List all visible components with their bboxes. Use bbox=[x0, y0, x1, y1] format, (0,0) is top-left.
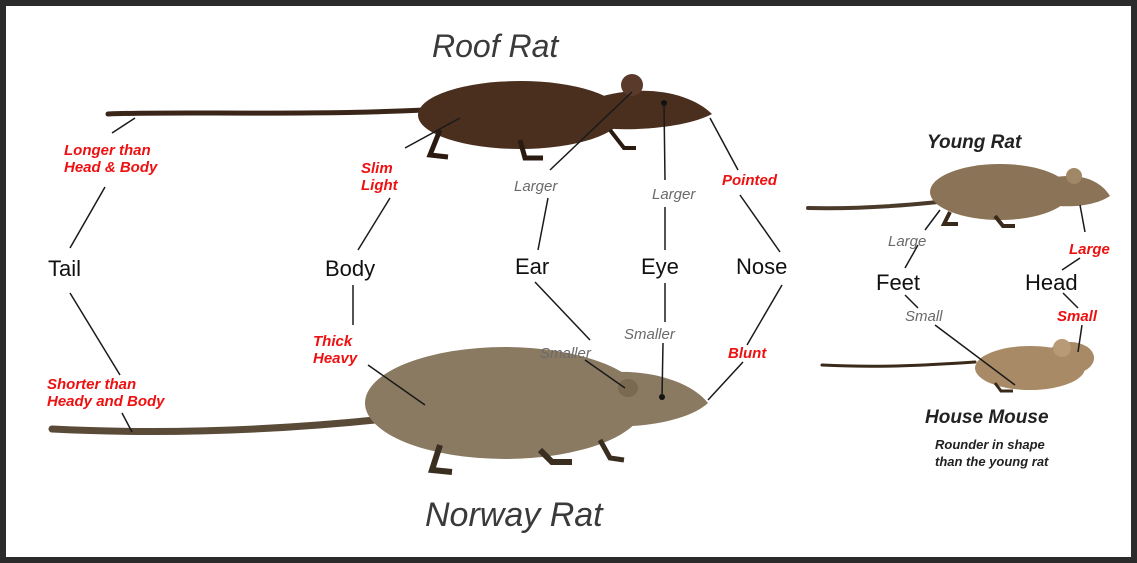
roof-rat-tail-trait: Longer than Head & Body bbox=[64, 142, 157, 176]
roof-rat-nose-trait: Pointed bbox=[722, 172, 777, 189]
ear-label: Ear bbox=[515, 256, 549, 278]
head-label: Head bbox=[1025, 272, 1078, 294]
body-label: Body bbox=[325, 258, 375, 280]
norway-rat-body-trait: Thick Heavy bbox=[313, 333, 357, 367]
roof-rat-ear-trait: Larger bbox=[514, 178, 557, 195]
nose-label: Nose bbox=[736, 256, 787, 278]
house-mouse-head-trait: Small bbox=[1057, 308, 1097, 325]
house-mouse-feet-trait: Small bbox=[905, 308, 943, 325]
roof-rat-title: Roof Rat bbox=[432, 30, 558, 62]
young-rat-title: Young Rat bbox=[927, 133, 1021, 152]
norway-rat-tail-trait: Shorter than Heady and Body bbox=[47, 376, 165, 410]
tail-label: Tail bbox=[48, 258, 81, 280]
feet-label: Feet bbox=[876, 272, 920, 294]
house-mouse-title: House Mouse bbox=[925, 408, 1049, 427]
eye-label: Eye bbox=[641, 256, 679, 278]
young-rat-illustration bbox=[808, 164, 1110, 226]
young-rat-head-trait: Large bbox=[1069, 241, 1110, 258]
house-mouse-description: Rounder in shape than the young rat bbox=[935, 436, 1048, 470]
house-mouse-illustration bbox=[822, 339, 1094, 391]
roof-rat-body-trait: Slim Light bbox=[361, 160, 398, 194]
norway-rat-ear-trait: Smaller bbox=[540, 345, 591, 362]
young-rat-feet-trait: Large bbox=[888, 233, 926, 250]
roof-rat-eye-trait: Larger bbox=[652, 186, 695, 203]
norway-rat-eye-trait: Smaller bbox=[624, 326, 675, 343]
norway-rat-nose-trait: Blunt bbox=[728, 345, 766, 362]
norway-rat-title: Norway Rat bbox=[425, 498, 603, 532]
